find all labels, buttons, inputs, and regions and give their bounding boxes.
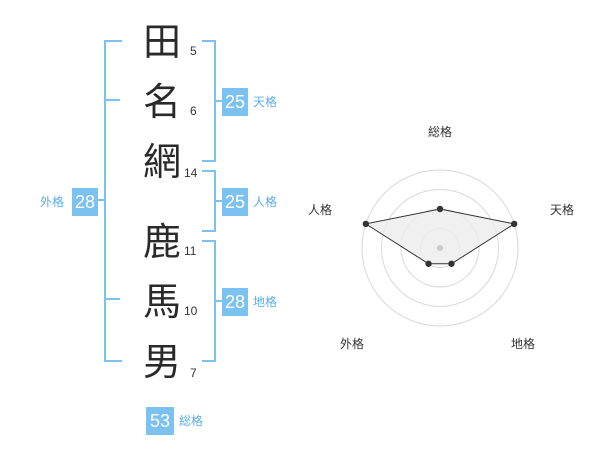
gaikaku-label: 外格 [40,195,65,209]
radar-axis-label-0: 総格 [428,125,453,139]
radar-axis-label-1: 天格 [550,203,575,217]
tenkaku-bracket-tick [214,100,222,102]
stroke-count-3: 14 [184,166,198,180]
name-char-2: 名 [142,80,181,124]
gaikaku-score: 28 [72,188,98,216]
radar-point-0 [436,205,444,213]
chikaku-bracket-tick [214,300,222,302]
name-char-3: 網 [142,140,181,184]
tenkaku-score: 25 [222,88,248,116]
tenkaku-label: 天格 [253,95,278,109]
bracket-divider-2 [104,298,120,300]
jinkaku-score: 25 [222,188,248,216]
radar-point-3 [425,260,432,267]
jinkaku-bracket-tick [214,200,222,202]
radar-point-2 [448,260,455,267]
name-char-5: 馬 [142,280,181,324]
stroke-count-4: 11 [184,244,197,258]
soukaku-label: 総格 [179,414,204,428]
name-char-6: 男 [142,340,181,384]
chikaku-score: 28 [222,288,248,316]
gaikaku-bracket-tick [94,199,106,201]
radar-point-4 [362,220,370,228]
jinkaku-label: 人格 [253,195,278,209]
chikaku-label: 地格 [253,295,278,309]
radar-chart-svg [361,169,519,327]
name-char-1: 田 [142,20,181,64]
name-char-4: 鹿 [142,220,181,264]
gaikaku-bracket [104,40,122,362]
radar-axis-label-3: 外格 [340,337,365,351]
stroke-count-2: 6 [190,104,197,118]
radar-axis-label-4: 人格 [308,203,333,217]
stroke-count-1: 5 [190,44,197,58]
bracket-divider-1 [104,99,120,101]
radar-ring-4 [361,169,519,327]
stroke-count-6: 7 [190,366,197,380]
radar-axis-label-2: 地格 [511,337,536,351]
radar-ring-3 [381,189,499,307]
radar-point-1 [510,220,518,228]
soukaku-score: 53 [146,407,174,435]
radar-center [437,245,443,251]
stroke-count-5: 10 [184,304,198,318]
radar-polygon [364,208,516,265]
